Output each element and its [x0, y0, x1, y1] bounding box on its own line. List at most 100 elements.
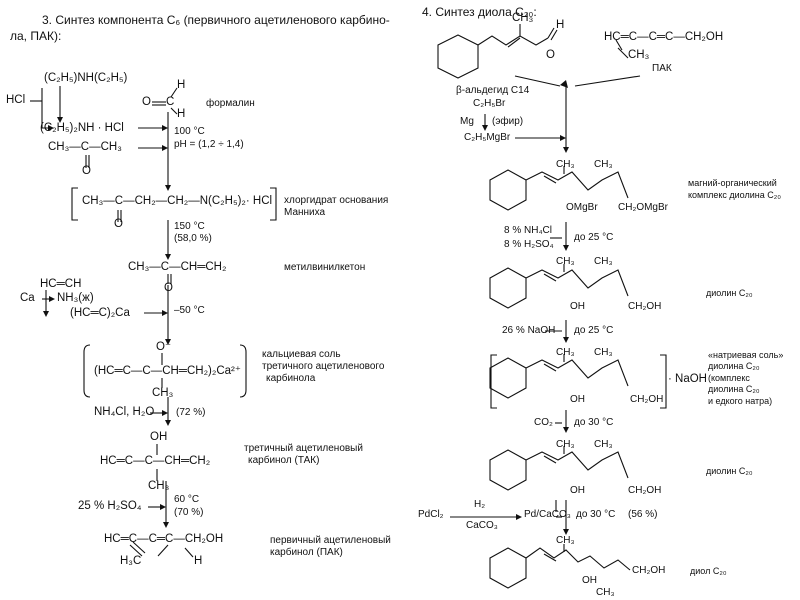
diethylamine: (C₂H₅)NH(C₂H₅)	[44, 72, 128, 84]
diolin2-oh: OH	[570, 485, 585, 496]
heading-right: 4. Синтез диола C₂₀:	[422, 5, 537, 19]
mannich-o: O	[114, 218, 123, 230]
sodium-ch3-2: CH₃	[594, 347, 613, 358]
pak-name-1: первичный ацетиленовый	[270, 535, 391, 546]
step3-temp: до 30 °C	[574, 417, 614, 428]
formaldehyde-o: O	[142, 96, 151, 108]
cond1-temp: 100 °C	[174, 126, 205, 137]
pdcl2: PdCl₂	[418, 509, 444, 520]
acetylene: HC═CH	[40, 278, 82, 290]
diethylamine-hcl: (C₂H₅)₂NH · HCl	[40, 122, 124, 134]
diolin-oh: OH	[570, 301, 585, 312]
mannich-base: CH₃—C—CH₂—CH₂—N(C₂H₅)₂· HCl	[82, 195, 273, 207]
pak-h: H	[194, 555, 203, 567]
ring-ald	[437, 34, 479, 79]
sodium-name-4: диолина C₂₀	[708, 384, 760, 394]
polyene-skeleton-5	[489, 544, 631, 589]
salt-ch3: CH₃	[152, 387, 174, 399]
formalin-label: формалин	[206, 98, 255, 109]
grignard: C₂H₅MgBr	[464, 132, 511, 143]
sodium-name-3: (комплекс	[708, 373, 750, 383]
complex-ch2omgbr: CH₂OMgBr	[618, 202, 668, 213]
salt-name-2: третичного ацетиленового	[262, 361, 385, 372]
complex-omgbr: OMgBr	[566, 202, 598, 213]
polyene-skeleton-4	[489, 446, 629, 491]
ether: (эфир)	[492, 116, 524, 127]
salt-name-3: карбинола	[266, 373, 316, 384]
salt-o-minus: O⁻	[156, 341, 172, 353]
ald-o: O	[546, 49, 555, 61]
diol-oh: OH	[582, 575, 597, 586]
formaldehyde-h2: H	[177, 108, 186, 120]
diolin2-ch2oh: CH₂OH	[628, 485, 662, 496]
sodium-oh: OH	[570, 394, 585, 405]
mannich-name-1: хлоргидрат основания	[284, 195, 389, 206]
pak-formula-right: HC═C—C═C—CH₂OH	[604, 31, 724, 43]
acetone-o: O	[82, 165, 91, 177]
cond5-reagent: 25 % H₂SO₄	[78, 500, 142, 512]
polyene-skeleton-2	[489, 264, 629, 309]
polyene-skeleton-3	[489, 354, 629, 399]
ethyl-bromide: C₂H₅Br	[473, 98, 506, 109]
diol-ch2oh: CH₂OH	[632, 565, 666, 576]
cond3-temp: –50 °C	[174, 305, 205, 316]
formaldehyde-c: C	[166, 96, 175, 108]
primary-acetylenic-carbinol: HC═C—C═C—CH₂OH	[104, 533, 224, 545]
tertiary-acetylenic-carbinol: HC═C—C—CH═CH₂	[100, 455, 211, 467]
mvk-o: O	[164, 282, 173, 294]
complex-name-2: комплекс диолина C₂₀	[688, 190, 781, 200]
diol-name: диол C₂₀	[690, 566, 727, 576]
complex-ch3-2: CH₃	[594, 159, 613, 170]
pak-right-label: ПАК	[652, 63, 672, 74]
diol-ch3-2: CH₃	[596, 587, 615, 598]
sodium-ch2oh: CH₂OH	[630, 394, 664, 405]
ald-h: H	[556, 19, 565, 31]
methyl-vinyl-ketone: CH₃—C—CH═CH₂	[128, 261, 227, 273]
step1-reagent-2: 8 % H₂SO₄	[504, 239, 554, 250]
tak-oh: OH	[150, 431, 168, 443]
diolin-ch3-1: CH₃	[556, 256, 575, 267]
ammonia-liquid: NH₃(ж)	[57, 292, 94, 304]
cond4-yield: (72 %)	[176, 407, 206, 418]
diolin2-ch3-1: CH₃	[556, 439, 575, 450]
catalyst: Pd/CaCO₃	[524, 509, 571, 520]
diolin-name: диолин C₂₀	[706, 288, 753, 298]
pak-right-ch3: CH₃	[628, 49, 650, 61]
sodium-name-2: диолина C₂₀	[708, 361, 760, 371]
mannich-name-2: Манниха	[284, 207, 326, 218]
cond2-temp: 150 °C	[174, 221, 205, 232]
pak-name-2: карбинол (ПАК)	[270, 547, 343, 558]
complex-ch3-1: CH₃	[556, 159, 575, 170]
sodium-naoh: · NaOH	[668, 373, 707, 385]
diolin-ch2oh: CH₂OH	[628, 301, 662, 312]
mvk-name: метилвинилкетон	[284, 262, 366, 273]
diolin2-name: диолин C₂₀	[706, 466, 753, 476]
cond5-temp: 60 °C	[174, 494, 200, 505]
calcium-acetylide: (HC═C)₂Ca	[70, 307, 130, 319]
sodium-ch3-1: CH₃	[556, 347, 575, 358]
hydrogen: H₂	[474, 499, 486, 510]
sodium-name-1: «натриевая соль»	[708, 350, 784, 360]
step2-reagent: 26 % NaOH	[502, 325, 556, 336]
step1-temp: до 25 °C	[574, 232, 614, 243]
tak-name-2: карбинол (ТАК)	[248, 455, 320, 466]
tak-ch3: CH₃	[148, 480, 170, 492]
ald-ch3: CH₃	[512, 12, 534, 24]
beta-aldehyde-label: β-альдегид C14	[456, 85, 530, 96]
hcl: HCl	[6, 94, 26, 106]
step1-reagent-1: 8 % NH₄Cl	[504, 225, 552, 236]
diolin2-ch3-2: CH₃	[594, 439, 613, 450]
step2-temp: до 25 °C	[574, 325, 614, 336]
cond5-yield: (70 %)	[174, 507, 204, 518]
cond4-reagent: NH₄Cl, H₂O	[94, 406, 155, 418]
formaldehyde-h: H	[177, 79, 186, 91]
polyene-skeleton-1	[489, 166, 629, 211]
pak-h3c: H₃C	[120, 555, 142, 567]
caco3: CaCO₃	[466, 520, 498, 531]
step3-reagent: CO₂	[534, 417, 553, 428]
step4-temp: до 30 °C	[576, 509, 616, 520]
sodium-name-5: и едкого натра)	[708, 396, 773, 406]
complex-name-1: магний-органический	[688, 178, 777, 188]
calcium: Ca	[20, 292, 35, 304]
